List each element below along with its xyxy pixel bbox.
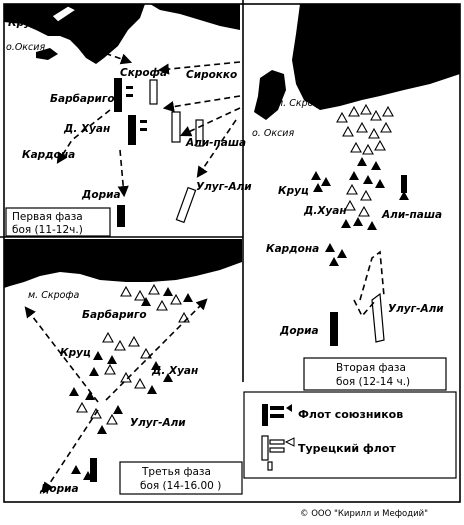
label-kruts-p3: Круц <box>60 347 91 359</box>
caption-box-phase2 <box>303 357 447 391</box>
label-ali-pasha-p1: Али-паша <box>185 137 246 149</box>
label-d-huan-p1: Д. Хуан <box>63 123 110 135</box>
label-m-skrofa-p3: м. Скрофа <box>28 290 80 301</box>
turkish-fleet-sirokko <box>149 79 158 105</box>
label-skrofa-p1: Скрофа <box>120 67 167 79</box>
label-oksia-p1: о.Оксия <box>6 42 45 53</box>
allied-fleet-center <box>128 115 136 145</box>
turkish-fleet-ulug-ali-p2 <box>371 292 385 343</box>
label-doria-p2: Дориа <box>279 325 319 337</box>
label-doria-p3: Дориа <box>39 483 79 495</box>
coastline-panel1 <box>4 4 145 64</box>
allied-fleet-barbarigo <box>114 78 122 112</box>
panel-first-phase: Круц о.Оксия Скрофа Сирокко Барбариго Д.… <box>4 4 252 237</box>
turkish-fleet-ali-pasha <box>171 111 181 143</box>
allied-fleet-doria <box>117 205 125 227</box>
caption-phase3-line2: боя (14-16.00 ) <box>140 480 221 492</box>
island-oksia-panel1 <box>36 48 58 60</box>
legend-turkish-label: Турецкий флот <box>298 442 396 455</box>
caption-box-phase3 <box>119 461 243 495</box>
caption-phase2-line1: Вторая фаза <box>336 362 406 374</box>
label-ulug-ali-p2: Улуг-Али <box>388 303 444 315</box>
turkish-fleet-ali-pasha-2 <box>195 119 204 147</box>
legend-turkish-symbol <box>261 435 295 471</box>
label-barbarigo-p1: Барбариго <box>50 93 115 105</box>
label-barbarigo-p3: Барбариго <box>82 309 147 321</box>
caption-box-phase1 <box>5 207 111 237</box>
turkish-ships-panel2 <box>336 104 394 217</box>
coastline-panel3 <box>4 239 242 288</box>
allied-fleet-doria-p3 <box>90 458 97 482</box>
copyright: © ООО "Кирилл и Мефодий" <box>300 509 428 519</box>
caption-phase2-line2: боя (12-14 ч.) <box>336 376 410 388</box>
caption-phase1-line1: Первая фаза <box>12 211 83 223</box>
panel-third-phase: м. Скрофа Барбариго Круц Д. Хуан Улуг-Ал… <box>4 239 243 495</box>
label-ulug-ali-p1: Улуг-Али <box>196 181 252 193</box>
legend-allied-symbol <box>262 404 292 426</box>
label-ali-pasha-p2: Али-паша <box>381 209 442 221</box>
label-kardona-p1: Кардона <box>22 149 75 161</box>
label-doria-p1: Дориа <box>81 189 121 201</box>
turkish-ships-panel3 <box>76 284 190 425</box>
label-kruts-p1: Круц <box>8 17 39 29</box>
turkish-fleet-ulug-ali <box>175 186 197 224</box>
label-ulug-ali-p3: Улуг-Али <box>130 417 186 429</box>
legend: Флот союзников Турецкий флот <box>243 391 457 479</box>
label-oksia-p2: о. Оксия <box>252 128 294 139</box>
caption-phase1-line2: боя (11-12ч.) <box>12 224 83 236</box>
panel-second-phase: м. Скрофа о. Оксия Круц Д.Хуан Али-паша … <box>252 4 460 391</box>
coastline-panel2 <box>292 4 460 110</box>
label-d-huan-p3: Д. Хуан <box>151 365 198 377</box>
allied-fleet-doria-p2 <box>330 312 338 346</box>
label-kardona-p2: Кардона <box>266 243 319 255</box>
label-kruts-p2: Круц <box>278 185 309 197</box>
label-sirokko-p1: Сирокко <box>186 69 237 81</box>
island-oksia-panel2 <box>254 70 286 120</box>
label-d-huan-p2: Д.Хуан <box>303 205 347 217</box>
label-m-skrofa-p2: м. Скрофа <box>276 98 328 109</box>
legend-allied-label: Флот союзников <box>298 408 403 421</box>
caption-phase3-line1: Третья фаза <box>141 466 211 478</box>
